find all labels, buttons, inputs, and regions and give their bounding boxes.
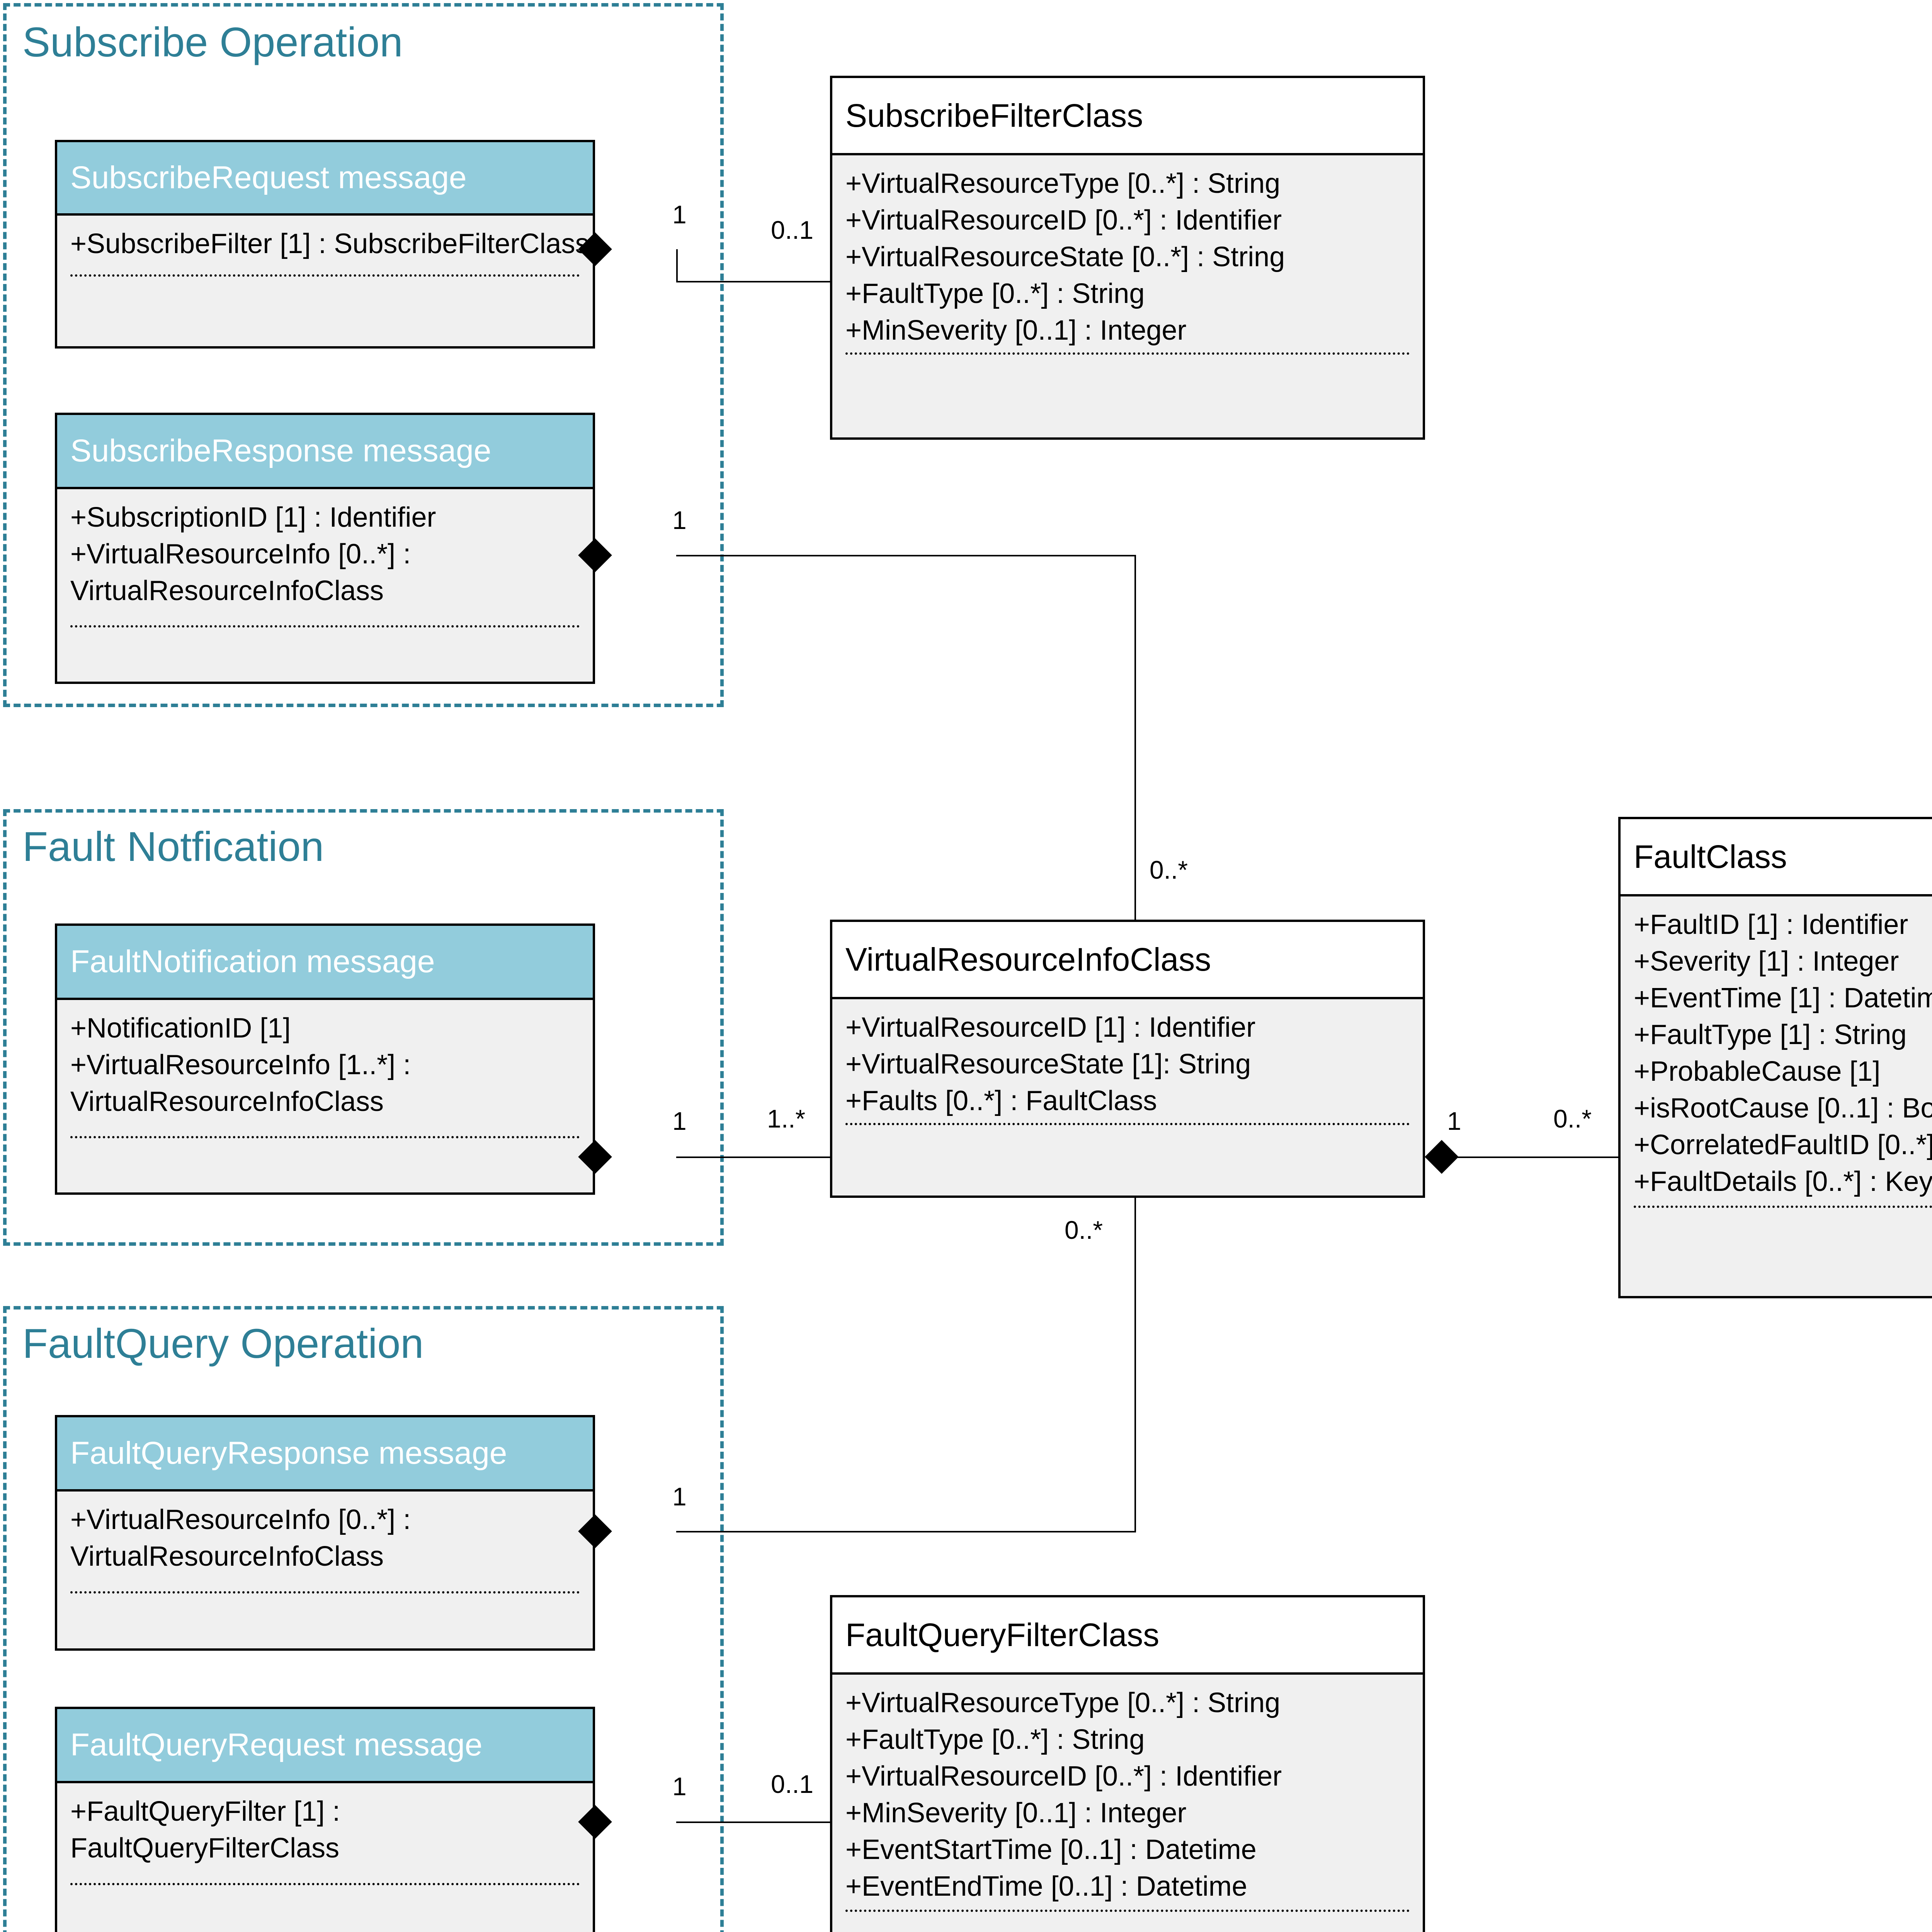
attribute-row: +Severity [1] : Integer [1634, 946, 1899, 977]
composition-diamond-vri-to-fault [1425, 1140, 1459, 1174]
attribute-row: +FaultID [1] : Identifier [1634, 909, 1908, 940]
class-box-title: VirtualResourceInfoClass [832, 922, 1423, 999]
group-subscribe-operation [3, 3, 724, 707]
multiplicity-fault-class-target: 0..* [1553, 1104, 1592, 1133]
class-box-title: FaultQueryRequest message [57, 1709, 593, 1783]
multiplicity-subscribe-filter-target: 0..1 [771, 216, 814, 244]
edge-subscribe-response-to-vri-vertical [1134, 555, 1136, 921]
attribute-row: +NotificationID [1] [70, 1013, 291, 1044]
class-box-title: FaultQueryFilterClass [832, 1597, 1423, 1675]
class-box-body: +VirtualResourceInfo [0..*] : VirtualRes… [57, 1492, 593, 1648]
class-box-title: FaultClass [1621, 819, 1932, 896]
multiplicity-vri-from-subscribe-response: 0..* [1150, 855, 1188, 884]
class-box-subscribe-request[interactable]: SubscribeRequest message +SubscribeFilte… [55, 140, 595, 349]
compartment-separator [845, 352, 1410, 355]
class-box-title: SubscribeRequest message [57, 142, 593, 216]
compartment-separator [70, 274, 580, 277]
attribute-row: +VirtualResourceState [1]: String [845, 1049, 1251, 1080]
multiplicity-subscribe-request-source: 1 [672, 200, 687, 229]
class-box-title: FaultNotification message [57, 926, 593, 1000]
edge-fault-query-response-to-vri-horizontal [676, 1531, 1136, 1532]
attribute-row: +VirtualResourceID [0..*] : Identifier [845, 1761, 1282, 1792]
class-box-fault-query-response[interactable]: FaultQueryResponse message +VirtualResou… [55, 1415, 595, 1651]
class-box-title: SubscribeFilterClass [832, 78, 1423, 155]
attribute-row: +FaultDetails [0..*] : Key-Value pairs [1634, 1166, 1932, 1197]
class-box-subscribe-filter-class[interactable]: SubscribeFilterClass +VirtualResourceTyp… [830, 76, 1425, 440]
compartment-separator [70, 625, 580, 628]
compartment-separator [845, 1910, 1410, 1912]
class-box-body: +VirtualResourceType [0..*] : String +Fa… [832, 1675, 1423, 1932]
class-box-body: +VirtualResourceID [1] : Identifier +Vir… [832, 999, 1423, 1196]
class-box-fault-query-request[interactable]: FaultQueryRequest message +FaultQueryFil… [55, 1707, 595, 1932]
compartment-separator [70, 1136, 580, 1138]
attribute-row: +FaultQueryFilter [1] : FaultQueryFilter… [70, 1796, 340, 1864]
attribute-row: +isRootCause [0..1] : Boolean [1634, 1093, 1932, 1124]
multiplicity-fault-query-filter-target: 0..1 [771, 1770, 814, 1798]
class-box-title: FaultQueryResponse message [57, 1417, 593, 1492]
multiplicity-fault-query-response-source: 1 [672, 1482, 687, 1511]
class-box-title: SubscribeResponse message [57, 415, 593, 489]
attribute-row: +SubscriptionID [1] : Identifier [70, 502, 436, 533]
edge-fault-query-response-to-vri-vertical [1134, 1196, 1136, 1532]
multiplicity-vri-from-query-response: 0..* [1065, 1216, 1103, 1244]
edge-vri-to-fault-class [1445, 1156, 1620, 1158]
class-box-body: +SubscriptionID [1] : Identifier +Virtua… [57, 489, 593, 682]
group-title-subscribe-operation: Subscribe Operation [22, 19, 403, 65]
edge-subscribe-request-to-filter-horizontal [676, 281, 831, 282]
attribute-row: +SubscribeFilter [1] : SubscribeFilterCl… [70, 228, 589, 259]
class-box-body: +VirtualResourceType [0..*] : String +Vi… [832, 155, 1423, 437]
attribute-row: +EventTime [1] : Datetime [1634, 983, 1932, 1014]
compartment-separator [845, 1123, 1410, 1125]
multiplicity-subscribe-response-source: 1 [672, 506, 687, 534]
class-box-body: +NotificationID [1] +VirtualResourceInfo… [57, 1000, 593, 1192]
attribute-row: +MinSeverity [0..1] : Integer [845, 315, 1187, 346]
attribute-row: +ProbableCause [1] [1634, 1056, 1881, 1087]
edge-subscribe-response-to-vri-horizontal [676, 555, 1136, 556]
attribute-row: +VirtualResourceID [1] : Identifier [845, 1012, 1256, 1043]
multiplicity-fault-notification-source: 1 [672, 1107, 687, 1135]
attribute-row: +EventEndTime [0..1] : Datetime [845, 1871, 1247, 1902]
class-box-body: +SubscribeFilter [1] : SubscribeFilterCl… [57, 216, 593, 346]
group-fault-query-operation [3, 1306, 724, 1932]
attribute-row: +MinSeverity [0..1] : Integer [845, 1798, 1187, 1829]
attribute-row: +Faults [0..*] : FaultClass [845, 1085, 1157, 1117]
attribute-row: +VirtualResourceID [0..*] : Identifier [845, 205, 1282, 236]
class-box-subscribe-response[interactable]: SubscribeResponse message +SubscriptionI… [55, 413, 595, 684]
class-box-fault-notification-message[interactable]: FaultNotification message +NotificationI… [55, 923, 595, 1195]
multiplicity-vri-from-notification: 1..* [767, 1104, 806, 1133]
attribute-row: +FaultType [0..*] : String [845, 1724, 1145, 1755]
class-box-body: +FaultQueryFilter [1] : FaultQueryFilter… [57, 1783, 593, 1932]
edge-fault-notification-to-vri [676, 1156, 831, 1158]
multiplicity-fault-query-request-source: 1 [672, 1772, 687, 1801]
group-title-fault-notification: Fault Notfication [22, 823, 324, 870]
class-box-fault-query-filter-class[interactable]: FaultQueryFilterClass +VirtualResourceTy… [830, 1595, 1425, 1932]
edge-fault-query-request-to-filter [676, 1821, 831, 1823]
class-box-fault-class[interactable]: FaultClass +FaultID [1] : Identifier +Se… [1618, 817, 1932, 1298]
class-box-virtual-resource-info-class[interactable]: VirtualResourceInfoClass +VirtualResourc… [830, 920, 1425, 1198]
attribute-row: +VirtualResourceState [0..*] : String [845, 242, 1285, 273]
attribute-row: +EventStartTime [0..1] : Datetime [845, 1834, 1257, 1866]
group-title-fault-query-operation: FaultQuery Operation [22, 1320, 424, 1367]
attribute-row: +VirtualResourceInfo [1..*] : VirtualRes… [70, 1049, 411, 1117]
attribute-row: +CorrelatedFaultID [0..*] : Identifier [1634, 1129, 1932, 1161]
group-fault-notification [3, 809, 724, 1246]
multiplicity-vri-to-fault-source: 1 [1447, 1107, 1461, 1135]
class-box-body: +FaultID [1] : Identifier +Severity [1] … [1621, 896, 1932, 1296]
attribute-row: +VirtualResourceType [0..*] : String [845, 1687, 1281, 1718]
attribute-row: +VirtualResourceInfo [0..*] : VirtualRes… [70, 539, 411, 607]
compartment-separator [1634, 1206, 1932, 1208]
edge-subscribe-request-to-filter-vertical [676, 249, 678, 282]
compartment-separator [70, 1591, 580, 1594]
attribute-row: +VirtualResourceType [0..*] : String [845, 168, 1281, 199]
attribute-row: +VirtualResourceInfo [0..*] : VirtualRes… [70, 1504, 411, 1572]
attribute-row: +FaultType [0..*] : String [845, 278, 1145, 310]
compartment-separator [70, 1883, 580, 1885]
attribute-row: +FaultType [1] : String [1634, 1019, 1907, 1051]
